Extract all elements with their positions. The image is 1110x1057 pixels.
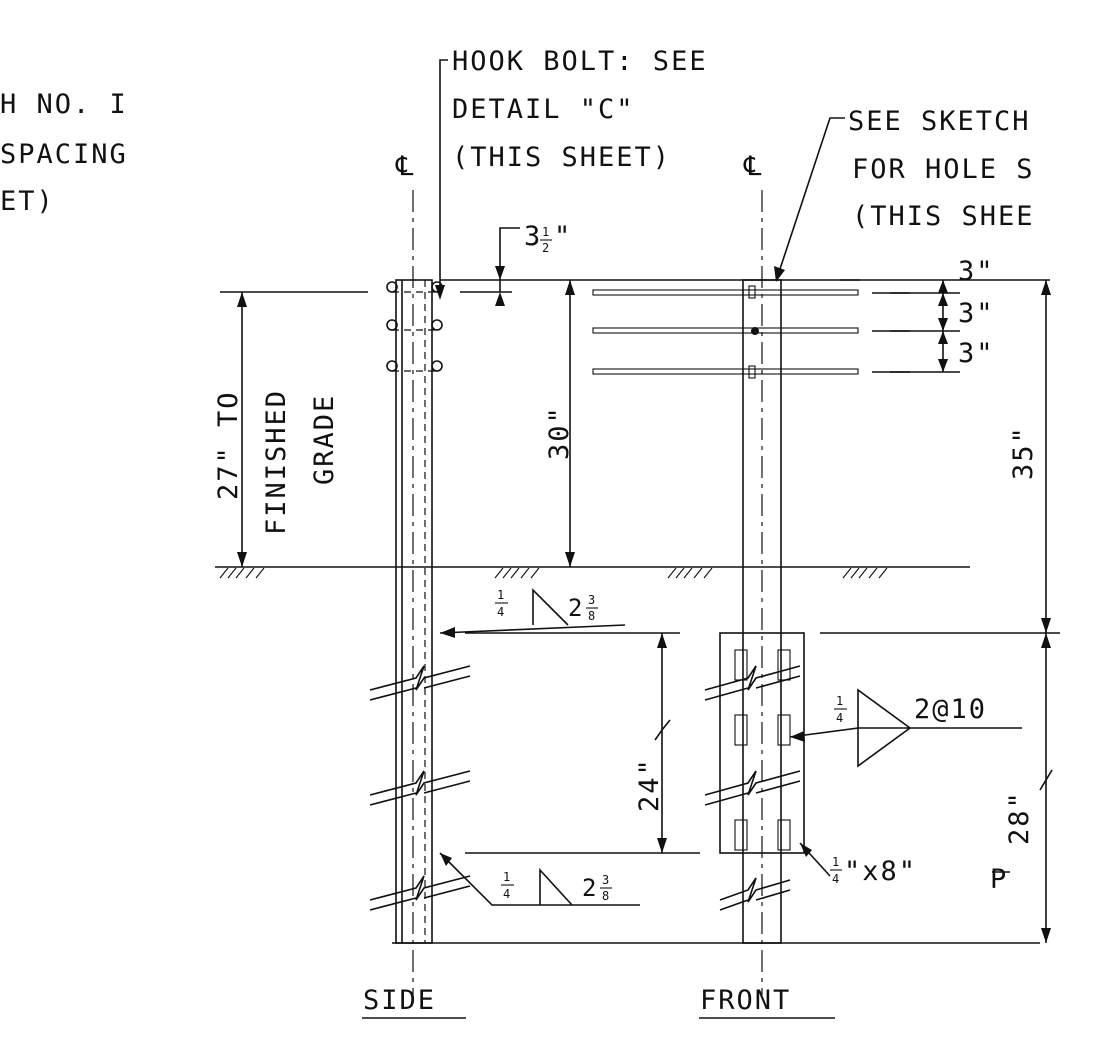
weld-top-fden: 8 <box>588 609 595 623</box>
dim-3-half-num: 1 <box>542 225 549 239</box>
plate-den: 4 <box>832 872 839 886</box>
dim-3a: 3" <box>958 256 995 287</box>
side-label: SIDE <box>363 985 436 1016</box>
plate-callout: 1 4 "x8" P <box>799 842 1010 895</box>
left-note-line-3: ET) <box>0 186 55 217</box>
sketch-line-2: FOR HOLE S <box>852 154 1035 185</box>
weld-bot-num: 1 <box>503 870 510 884</box>
centerline-symbol-side: ℄ <box>395 151 415 182</box>
view-label-front: FRONT <box>699 985 835 1019</box>
dim-24: 24" <box>634 633 671 853</box>
weld-bot-whole: 2 <box>582 874 597 902</box>
dim-27: 27" TO FINISHED GRADE <box>213 292 340 567</box>
extension-lines <box>220 279 1060 854</box>
weld-front-num: 1 <box>836 694 843 708</box>
left-note-line-2: SPACING <box>0 139 128 170</box>
weld-top-den: 4 <box>497 605 504 619</box>
dim-35-label: 35" <box>1008 425 1039 480</box>
sketch-line-1: SEE SKETCH <box>848 106 1031 137</box>
plate-symbol: P <box>990 864 1008 895</box>
dim-3-half-unit: " <box>554 221 572 252</box>
left-note: H NO. I SPACING ET) <box>0 89 128 217</box>
dim-35: 35" <box>1008 280 1051 633</box>
weld-callout-front: 1 4 2@10 <box>789 688 1022 768</box>
hook-bolts <box>386 281 443 372</box>
weld-front-text: 2@10 <box>914 694 987 725</box>
side-breaks <box>369 665 471 911</box>
plate-num: 1 <box>832 855 839 869</box>
weld-bot-den: 4 <box>503 887 510 901</box>
weld-callout-top: 1 4 2 3 8 <box>439 588 626 638</box>
hook-bolt-note: HOOK BOLT: SEE DETAIL "C" (THIS SHEET) <box>435 46 708 300</box>
hook-bolt-line-2: DETAIL "C" <box>452 94 635 125</box>
hook-bolt-line-3: (THIS SHEET) <box>452 142 671 173</box>
sketch-line-3: (THIS SHEE <box>852 201 1035 232</box>
weld-top-whole: 2 <box>568 594 583 622</box>
dim-3b: 3" <box>958 298 995 329</box>
dim-3-half-den: 2 <box>542 241 549 255</box>
hole-sketch-note: SEE SKETCH FOR HOLE S (THIS SHEE <box>774 106 1035 282</box>
weld-top-num: 1 <box>497 588 504 602</box>
centerline-side: ℄ <box>395 151 415 995</box>
side-post <box>369 279 1040 944</box>
dim-30-label: 30" <box>544 405 575 460</box>
weld-bot-fden: 8 <box>602 889 609 903</box>
dim-30: 30" <box>544 280 575 567</box>
front-breaks <box>704 665 801 911</box>
ground-line <box>215 566 970 579</box>
dim-28-label: 28" <box>1004 790 1035 845</box>
plate-text: "x8" <box>844 856 917 887</box>
dim-3-half-whole: 3 <box>524 221 542 252</box>
rails <box>592 285 910 379</box>
front-post <box>592 279 910 944</box>
dim-27-line-2: FINISHED <box>261 389 292 535</box>
centerline-symbol-front: ℄ <box>743 151 763 182</box>
dim-3c: 3" <box>958 338 995 369</box>
weld-front-den: 4 <box>836 711 843 725</box>
dim-rail-spacing: 3" 3" 3" <box>938 256 995 372</box>
dim-27-line-3: GRADE <box>309 394 340 485</box>
left-note-line-1: H NO. I <box>0 89 128 120</box>
dim-27-line-1: 27" TO <box>213 390 244 500</box>
weld-callout-bottom: 1 4 2 3 8 <box>439 852 640 906</box>
dim-3-half: 3 1 2 " <box>495 221 572 306</box>
weld-top-fnum: 3 <box>588 593 595 607</box>
view-label-side: SIDE <box>362 985 466 1019</box>
weld-bot-fnum: 3 <box>602 873 609 887</box>
centerline-front: ℄ <box>743 151 763 995</box>
hook-bolt-line-1: HOOK BOLT: SEE <box>452 46 708 77</box>
base-plate <box>719 632 805 854</box>
dim-24-label: 24" <box>634 757 665 812</box>
dim-28: 28" <box>1004 633 1053 943</box>
front-label: FRONT <box>700 985 791 1016</box>
